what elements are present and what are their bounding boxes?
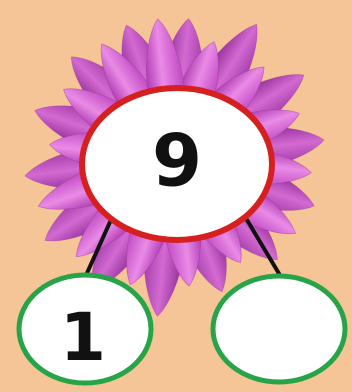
part-number-left: 1 <box>60 299 106 376</box>
part-circle-right[interactable] <box>213 276 345 382</box>
whole-number: 9 <box>152 119 202 203</box>
